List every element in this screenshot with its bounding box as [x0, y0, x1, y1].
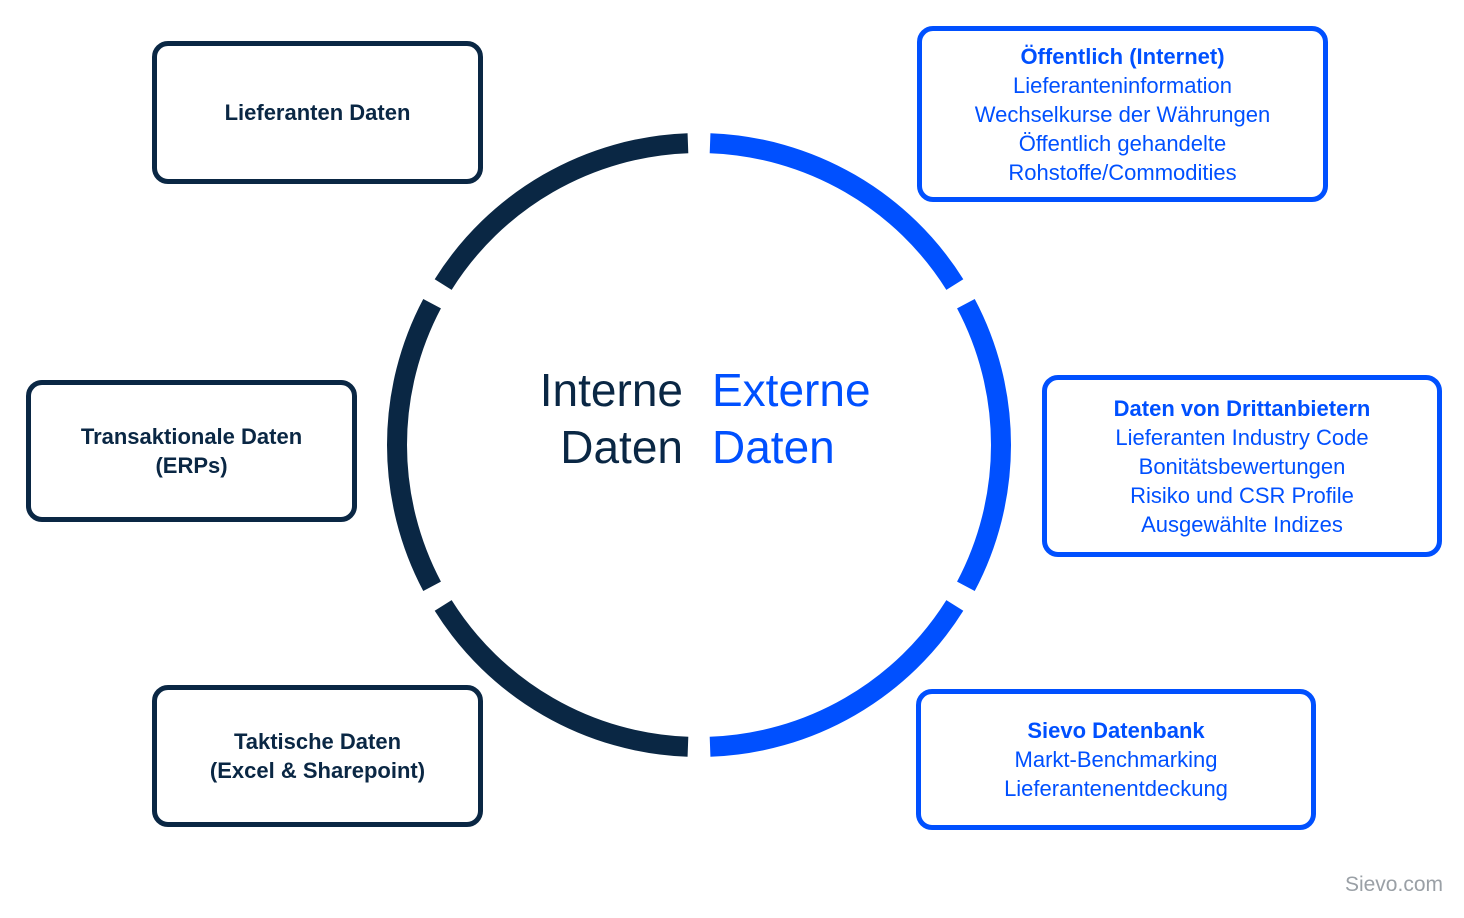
- box-line: Rohstoffe/Commodities: [1008, 159, 1237, 185]
- box-line: Transaktionale Daten: [80, 424, 303, 449]
- label-line: Externe: [712, 364, 871, 416]
- box-line: Öffentlich gehandelte: [1018, 130, 1227, 156]
- external-data-label: Externe Daten: [712, 362, 871, 476]
- box-line: Taktische Daten: [233, 729, 402, 754]
- box-third-party-data: Daten von Drittanbietern Lieferanten Ind…: [1042, 375, 1442, 557]
- box-transactional-data: Transaktionale Daten (ERPs): [26, 380, 357, 522]
- box-line: Lieferanteninformation: [1013, 72, 1232, 98]
- label-line: Daten: [560, 421, 683, 473]
- external-arc-segment: [957, 299, 1011, 591]
- box-line: Lieferantenentdeckung: [1004, 776, 1228, 801]
- internal-arc-segment: [387, 299, 441, 591]
- box-title: Öffentlich (Internet): [1020, 43, 1225, 69]
- label-line: Daten: [712, 421, 835, 473]
- box-title: Sievo Datenbank: [1027, 718, 1205, 743]
- internal-arc-segment: [434, 600, 689, 757]
- external-arc-segment: [709, 600, 964, 757]
- box-tactical-data: Taktische Daten (Excel & Sharepoint): [152, 685, 483, 827]
- box-line: (Excel & Sharepoint): [209, 758, 426, 783]
- box-line: Risiko und CSR Profile: [1130, 482, 1354, 508]
- box-line: Lieferanten Industry Code: [1115, 424, 1369, 450]
- label-line: Interne: [539, 364, 683, 416]
- box-line: Wechselkurse der Währungen: [974, 101, 1271, 127]
- box-line: Lieferanten Daten: [224, 100, 411, 125]
- box-line: Ausgewählte Indizes: [1141, 511, 1343, 537]
- external-arc-segment: [709, 133, 964, 290]
- brand-watermark: Sievo.com: [1344, 873, 1443, 896]
- box-sievo-database: Sievo Datenbank Markt-Benchmarking Liefe…: [916, 689, 1316, 830]
- box-line: (ERPs): [155, 453, 228, 478]
- internal-data-label: Interne Daten: [540, 362, 683, 476]
- internal-arc-segment: [434, 133, 689, 290]
- box-public-internet: Öffentlich (Internet) Lieferanteninforma…: [917, 26, 1328, 202]
- box-line: Bonitätsbewertungen: [1138, 453, 1346, 479]
- box-line: Markt-Benchmarking: [1014, 747, 1218, 772]
- box-title: Daten von Drittanbietern: [1113, 395, 1371, 421]
- box-supplier-data: Lieferanten Daten: [152, 41, 483, 184]
